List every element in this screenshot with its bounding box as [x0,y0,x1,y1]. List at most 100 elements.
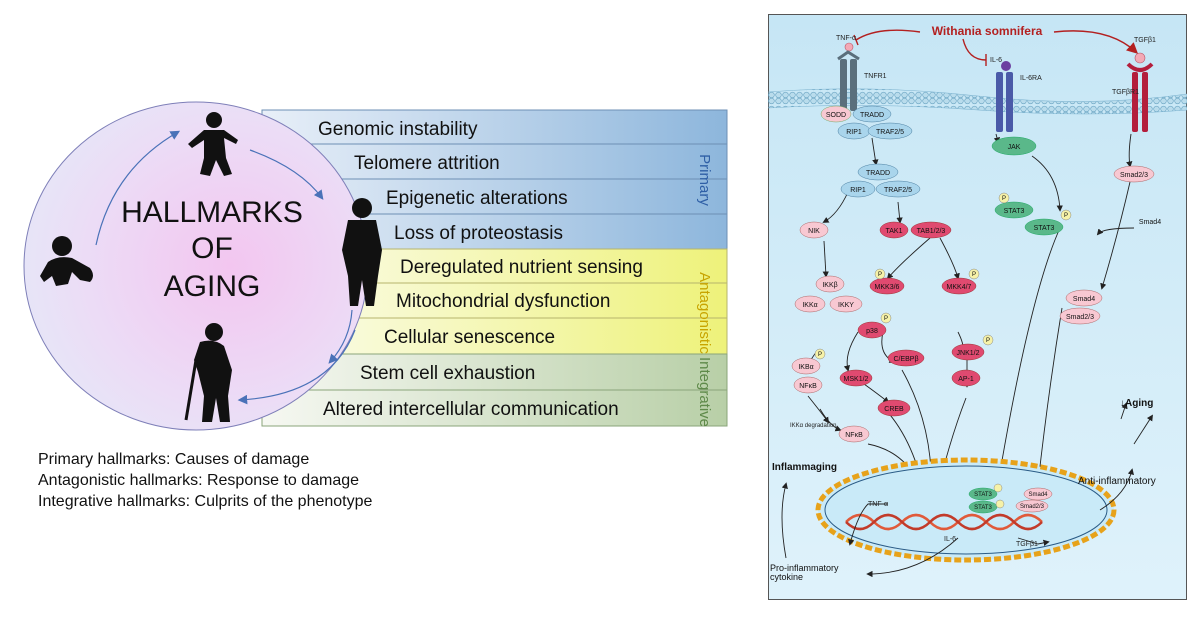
node-ikky [829,295,863,313]
arrow-elder-return [237,329,356,405]
group-label-antagonistic: Antagonistic [696,272,713,354]
hallmarks-diagram: Genomic instability Telomere attrition E… [23,101,728,431]
node-cebpb [887,349,925,367]
svg-text:P: P [1002,196,1006,202]
node-ikba [791,357,821,375]
node-label: TRADD [866,170,890,177]
node-tak1 [879,221,909,239]
svg-text:STAT3: STAT3 [974,492,992,498]
node-creb [877,399,911,417]
hallmark-label: Telomere attrition [354,153,500,174]
node-ikkb [815,275,845,293]
node-nfkb-2 [838,425,870,443]
svg-text:Smad2/3: Smad2/3 [1020,504,1045,510]
node-label: p38 [866,328,878,335]
hallmark-labels: Genomic instability Telomere attrition E… [318,119,643,420]
hallmark-label: Epigenetic alterations [386,188,568,209]
il6ra-label: IL-6RA [1020,75,1042,82]
hallmark-label: Stem cell exhaustion [360,363,535,384]
nucleus-factors: STAT3 STAT3 Smad4 Smad2/3 [968,483,1053,514]
node-tradd-2 [857,163,899,181]
tgf-out [1017,537,1050,546]
node-ikka [794,295,826,313]
node-msk [839,369,873,387]
node-label: NFκB [799,383,817,390]
tgf-label: TGFβ1 [1134,37,1156,44]
tnf-out [848,503,888,546]
node-traf [867,122,913,140]
herb-label: Withania somnifera [932,24,1043,38]
node-label: Smad2/3 [1066,314,1094,321]
node-mkk47 [941,277,977,295]
node-smad23-2 [1059,307,1101,325]
node-label: MKK4/7 [947,284,972,291]
node-label: Smad4 [1139,219,1161,226]
node-ap1 [951,369,981,387]
node-nik [799,221,829,239]
outcome-inflammaging: Inflammaging [772,462,837,473]
legend-primary: Primary hallmarks: Causes of damage [38,451,310,468]
aging-out [1133,414,1153,445]
node-label: TRAF2/5 [876,129,904,136]
node-label: TRAF2/5 [884,187,912,194]
tnfr1-label: TNFR1 [864,73,887,80]
node-smad23 [1113,165,1155,183]
node-smad4 [1065,289,1103,307]
node-label: IKKY [838,302,854,309]
edge [1031,155,1063,212]
pathway-nodes: SODD TRADD RIP1 TRAF2/5 TRADD RIP1 TRAF2… [791,105,1161,443]
bar-genomic-instability [261,109,728,145]
svg-text:P: P [972,272,976,278]
node-tab [910,221,952,239]
edge [871,137,879,166]
nucleus-tgf-label: TGFβ1 [1016,541,1038,548]
outcome-pro-inflammatory: Pro-inflammatory [770,563,839,573]
inhibit-il6 [962,38,987,61]
edge [1096,227,1135,236]
svg-text:STAT3: STAT3 [974,505,992,511]
edge [819,408,842,432]
node-stat3-a [994,201,1034,219]
inhibit-tnf [855,29,921,41]
node-label: MKK3/6 [875,284,900,291]
node-nfkb [793,376,823,394]
tgf-ligand-icon [1134,52,1146,64]
svg-text:Smad4: Smad4 [1028,492,1048,498]
node-tradd [852,105,892,123]
legend-integrative: Integrative hallmarks: Culprits of the p… [38,493,373,510]
child-silhouette-icon [188,112,238,176]
inhibit-tnf-bar [853,34,859,46]
life-cycle-arrows [95,130,356,405]
pathway-panel: Withania somnifera TNF-α IL-6 TGFβ1 TNFR… [767,14,1188,600]
outcome-cytokine: cytokine [770,572,803,582]
node-label: IKKα [802,302,817,309]
nucleus-inner [824,465,1108,555]
svg-text:P: P [884,316,888,322]
outcome-aging: ↓Aging [1120,398,1153,409]
hallmark-label: Altered intercellular communication [323,399,619,420]
arrow-child-to-adult [249,149,324,200]
edge [822,240,829,278]
title-line: HALLMARKS [121,196,303,229]
il6-label: IL-6 [990,57,1002,64]
outcome-anti-inflammatory: Anti-inflammatory [1078,476,1156,487]
baby-silhouette-icon [40,236,93,286]
node-label: TAB1/2/3 [917,228,946,235]
node-label: C/EBPβ [893,356,918,363]
title-line: AGING [164,270,261,303]
node-sodd [820,105,852,123]
edge [807,395,829,424]
group-label-primary: Primary [696,154,713,206]
nucleus-tnf-label: TNF-α [868,501,888,508]
edge [822,191,849,223]
edge [1126,133,1133,168]
node-label: JNK1/2 [957,350,980,357]
arrow-adult-to-elder [328,309,353,364]
inflammaging-out [781,482,788,559]
svg-text:P: P [818,352,822,358]
node-label: MSK1/2 [844,376,869,383]
tnfr1-receptor-icon [837,50,860,111]
node-label: Smad2/3 [1120,172,1148,179]
edge [863,383,890,404]
node-traf-2 [875,180,921,198]
